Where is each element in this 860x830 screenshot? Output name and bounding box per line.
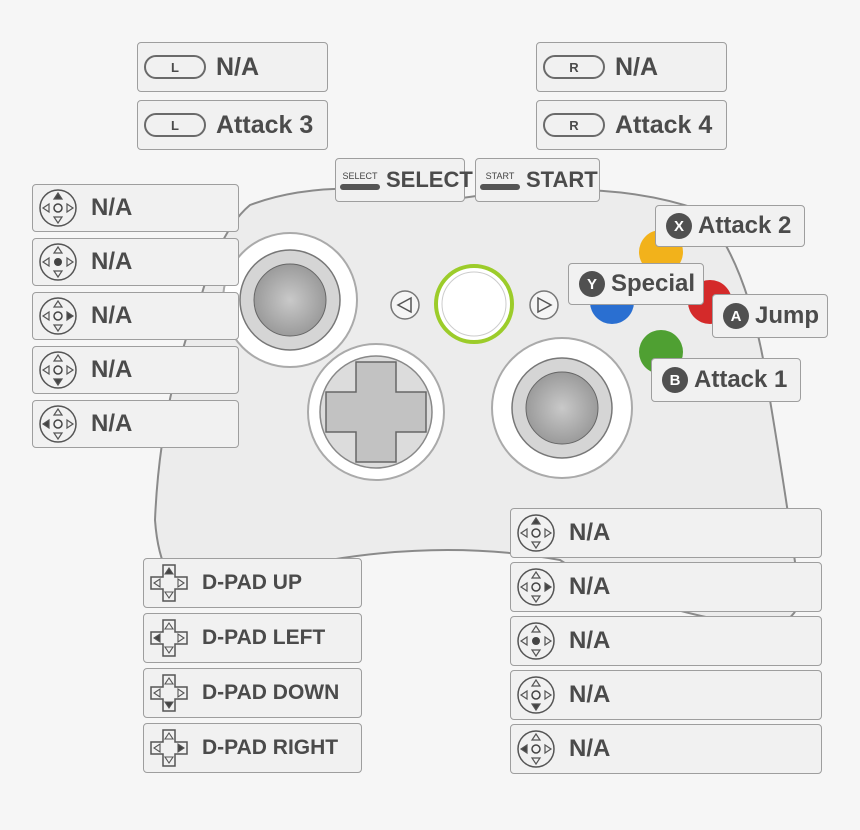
- dpad-label: D-PAD UP: [143, 558, 362, 608]
- rt-pill-icon: R: [543, 113, 605, 137]
- start-button: [529, 290, 559, 320]
- start-icon-text: START: [485, 170, 515, 181]
- stick-left-icon: [37, 403, 79, 445]
- rb-action: N/A: [615, 52, 659, 81]
- start-action: START: [526, 167, 598, 192]
- left-stick-action: N/A: [91, 194, 133, 221]
- y-action: Special: [611, 270, 696, 297]
- lb-pill-icon: L: [144, 55, 206, 79]
- dpad-label: D-PAD DOWN: [143, 668, 362, 718]
- left-stick-label: N/A: [32, 292, 239, 340]
- dpad-action: D-PAD UP: [202, 571, 302, 594]
- right-stick-label: N/A: [510, 724, 822, 774]
- b-action: Attack 1: [694, 366, 788, 393]
- guide-button: [434, 264, 514, 344]
- dpad-right-icon: [148, 727, 190, 769]
- right-stick-label: N/A: [510, 670, 822, 720]
- right-stick-action: N/A: [569, 681, 611, 708]
- dpad-label: D-PAD LEFT: [143, 613, 362, 663]
- left-stick-action: N/A: [91, 248, 133, 275]
- x-action: Attack 2: [698, 212, 792, 239]
- right-stick-action: N/A: [569, 627, 611, 654]
- a-action: Jump: [755, 302, 820, 329]
- left-stick-action: N/A: [91, 302, 133, 329]
- stick-right-icon: [37, 295, 79, 337]
- a-button-label: A Jump: [712, 294, 828, 338]
- y-button-icon: Y: [579, 271, 605, 297]
- rt-label: R Attack 4: [536, 100, 727, 150]
- rb-label: R N/A: [536, 42, 727, 92]
- left-stick-action: N/A: [91, 356, 133, 383]
- dpad-down-icon: [148, 672, 190, 714]
- x-button-icon: X: [666, 213, 692, 239]
- y-button-label: Y Special: [568, 263, 704, 305]
- right-stick-label: N/A: [510, 562, 822, 612]
- select-icon: SELECT: [340, 171, 380, 190]
- dpad-action: D-PAD DOWN: [202, 681, 340, 704]
- dpad-label: D-PAD RIGHT: [143, 723, 362, 773]
- right-stick-label: N/A: [510, 616, 822, 666]
- dpad-action: D-PAD RIGHT: [202, 736, 339, 759]
- left-stick-label: N/A: [32, 238, 239, 286]
- x-button-label: X Attack 2: [655, 205, 805, 247]
- stick-up-icon: [37, 187, 79, 229]
- stick-right-icon: [515, 566, 557, 608]
- lb-action: N/A: [216, 52, 260, 81]
- left-stick-label: N/A: [32, 400, 239, 448]
- left-stick-label: N/A: [32, 184, 239, 232]
- select-label: SELECT SELECT: [335, 158, 473, 202]
- stick-left-icon: [515, 728, 557, 770]
- a-button-icon: A: [723, 303, 749, 329]
- stick-down-icon: [515, 674, 557, 716]
- lt-action: Attack 3: [216, 110, 314, 139]
- stick-press-icon: [37, 241, 79, 283]
- left-stick-label: N/A: [32, 346, 239, 394]
- right-stick-action: N/A: [569, 573, 611, 600]
- dpad-left-icon: [148, 617, 190, 659]
- start-icon: START: [480, 171, 520, 190]
- b-button-label: B Attack 1: [651, 358, 801, 402]
- right-stick-action: N/A: [569, 735, 611, 762]
- right-stick-action: N/A: [569, 519, 611, 546]
- lb-label: L N/A: [137, 42, 328, 92]
- stick-press-icon: [515, 620, 557, 662]
- rt-action: Attack 4: [615, 110, 713, 139]
- left-stick: [222, 232, 358, 368]
- right-stick-label: N/A: [510, 508, 822, 558]
- start-label: START START: [475, 158, 600, 202]
- lt-label: L Attack 3: [137, 100, 328, 150]
- rb-pill-icon: R: [543, 55, 605, 79]
- dpad-action: D-PAD LEFT: [202, 626, 326, 649]
- lt-pill-icon: L: [144, 113, 206, 137]
- stick-up-icon: [515, 512, 557, 554]
- stick-down-icon: [37, 349, 79, 391]
- left-stick-action: N/A: [91, 410, 133, 437]
- dpad-up-icon: [148, 562, 190, 604]
- select-action: SELECT: [386, 167, 473, 192]
- select-icon-text: SELECT: [342, 170, 378, 181]
- back-button: [390, 290, 420, 320]
- dpad: [307, 343, 445, 481]
- b-button-icon: B: [662, 367, 688, 393]
- right-stick: [491, 337, 633, 479]
